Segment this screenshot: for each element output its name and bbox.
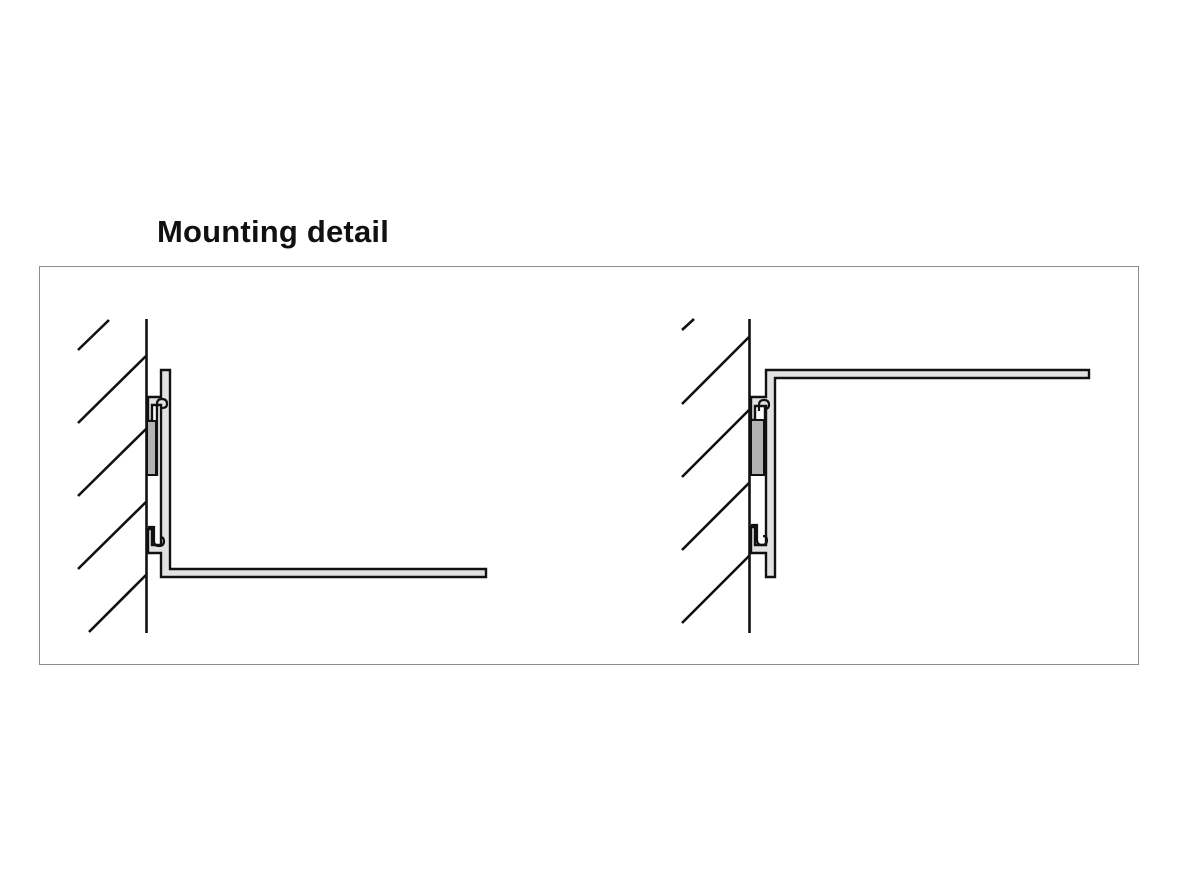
adhesive-insert-left [146,420,157,476]
l-profile-left [146,368,488,579]
adhesive-insert-right [750,419,765,476]
upper-clip-left [155,397,169,410]
wall-hatching-right [681,318,750,624]
upper-clip-right [757,398,771,411]
left-mounting-diagram [77,319,488,633]
lower-clip-right [751,523,769,547]
right-mounting-diagram [681,318,1091,633]
diagram-title: Mounting detail [157,214,390,249]
wall-hatching-left [77,319,147,633]
diagram-frame [39,266,1139,665]
l-profile-right [749,368,1091,579]
lower-clip-left [148,525,166,548]
